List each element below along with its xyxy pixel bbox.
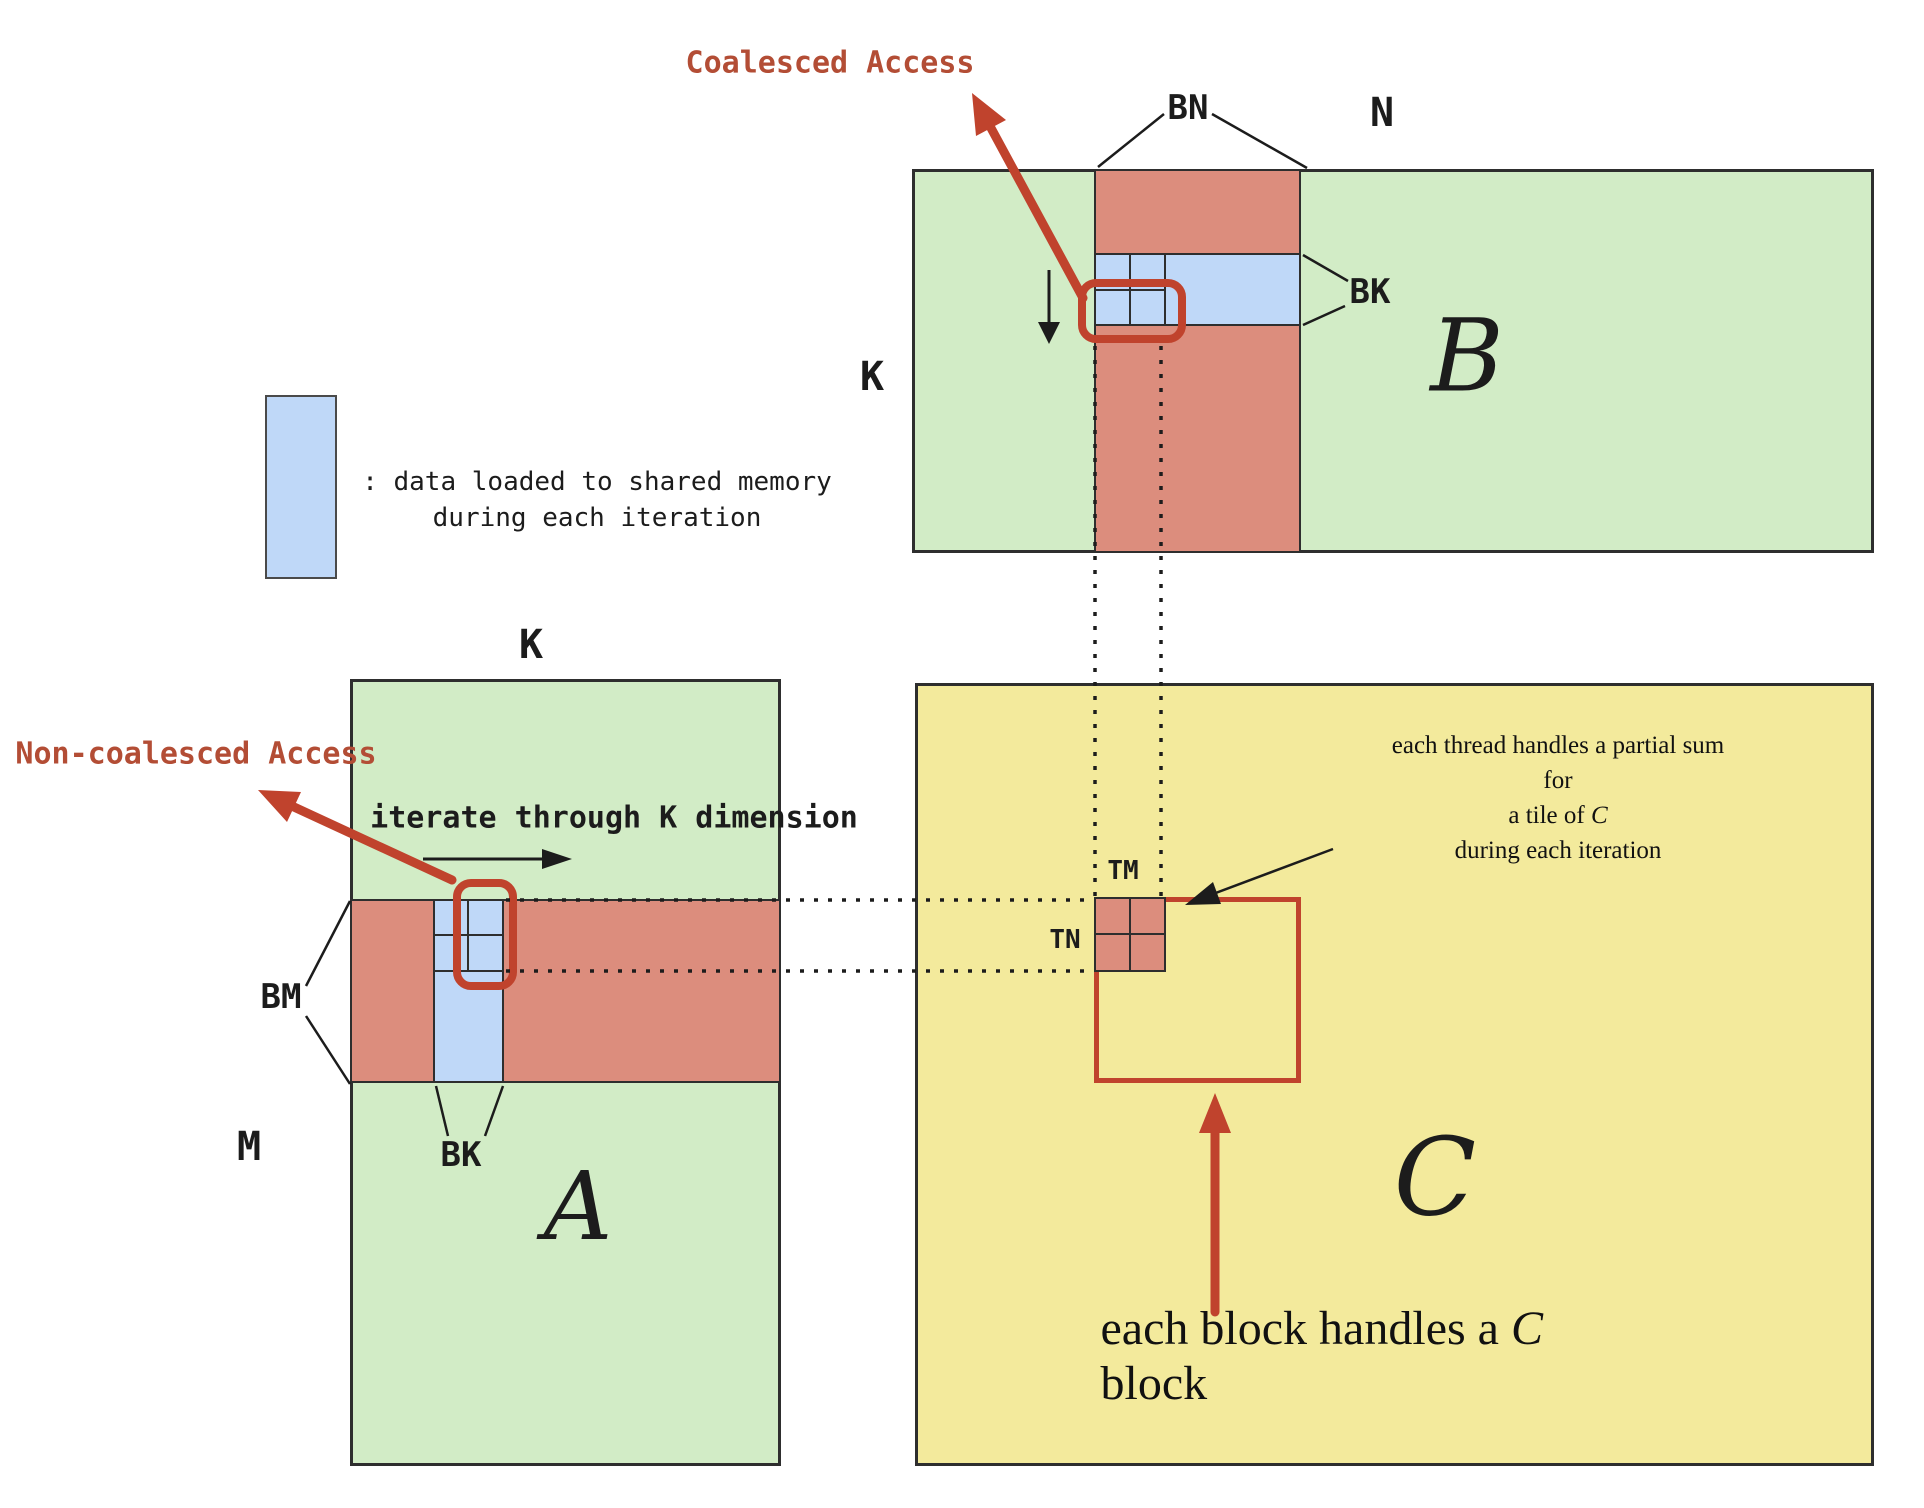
bm-pointer-top: [304, 900, 352, 987]
bn-pointer-right: [1211, 112, 1308, 170]
label-k-matrix-a: K: [518, 622, 544, 668]
grid-line: [433, 970, 504, 972]
non-coalesced-arrowhead: [258, 790, 301, 822]
block-note-var: C: [1510, 1302, 1543, 1355]
label-tm: TM: [1107, 856, 1139, 886]
matrix-b-rect: [912, 169, 1874, 553]
legend-caption: : data loaded to shared memory during ea…: [362, 464, 832, 536]
non-coalesced-access-note: Non-coalesced Access: [15, 736, 377, 772]
legend-caption-line1: : data loaded to shared memory: [362, 467, 832, 497]
label-bk-matrix-a: BK: [440, 1135, 482, 1175]
label-bm: BM: [260, 977, 302, 1017]
grid-line: [1094, 933, 1166, 935]
matrix-a-bm-band: [350, 899, 781, 1083]
thread-note-line3: during each iteration: [1454, 837, 1662, 864]
matrix-a-shared-strip: [433, 899, 504, 1083]
matrix-b-title: B: [1430, 297, 1504, 415]
legend-shared-memory-swatch: [265, 395, 337, 579]
thread-note-line2: a tile of C: [1375, 798, 1741, 833]
block-note-prefix: each block handles a: [1100, 1302, 1511, 1355]
block-note-suffix: block: [1100, 1357, 1208, 1410]
matrix-b-bn-band: [1094, 169, 1301, 553]
matrix-c-title: C: [1393, 1115, 1477, 1241]
legend-caption-line2: during each iteration: [432, 503, 762, 533]
label-m: M: [236, 1124, 262, 1170]
coalesced-access-note: Coalesced Access: [685, 45, 975, 81]
grid-line: [1094, 289, 1166, 291]
matrix-a-title: A: [543, 1152, 613, 1262]
label-n: N: [1369, 90, 1395, 136]
label-tn: TN: [1049, 925, 1081, 955]
label-bk-matrix-b: BK: [1349, 272, 1391, 312]
thread-partial-sum-note: each thread handles a partial sum for a …: [1375, 728, 1741, 868]
thread-note-line1: each thread handles a partial sum for: [1391, 732, 1725, 794]
block-handles-note: each block handles a C block: [1101, 1301, 1650, 1411]
grid-line: [433, 934, 504, 936]
iterate-k-note: iterate through K dimension: [370, 800, 858, 836]
coalesced-highlight-box: [1078, 279, 1186, 343]
bm-pointer-bottom: [304, 1015, 352, 1085]
thread-note-line2-var: C: [1590, 802, 1608, 829]
bn-pointer-left: [1097, 113, 1165, 168]
coalesced-arrowhead: [972, 93, 1006, 136]
label-bn: BN: [1167, 88, 1209, 128]
thread-note-line2-prefix: a tile of: [1508, 802, 1591, 829]
label-k-matrix-b: K: [859, 354, 885, 400]
non-coalesced-highlight-box: [453, 879, 517, 990]
matrix-c-rect: [915, 683, 1874, 1466]
